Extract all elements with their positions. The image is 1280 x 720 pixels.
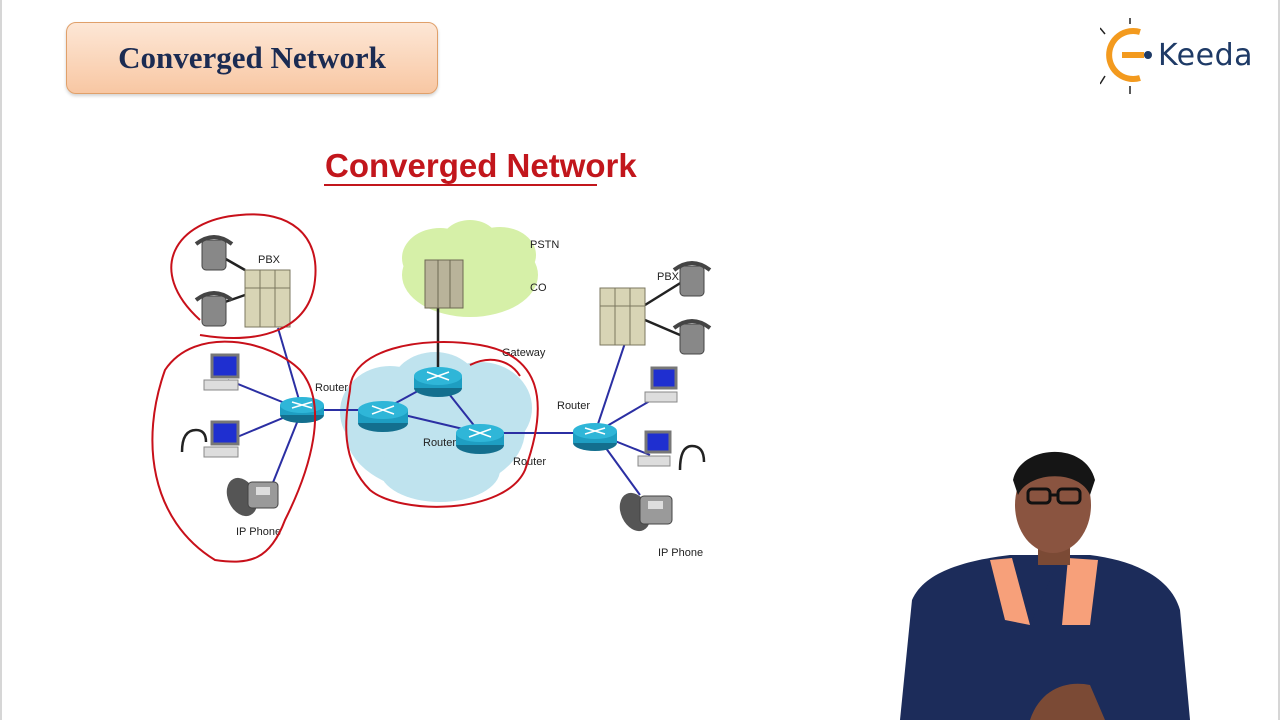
desk-phone-left-top — [196, 237, 232, 270]
co-label: CO — [530, 282, 547, 294]
slide-title-box: Converged Network — [66, 22, 438, 94]
router-left-icon — [280, 397, 324, 423]
diagram-heading: Converged Network — [325, 147, 637, 184]
router-cloud-left-icon — [358, 401, 408, 432]
desk-phone-left-bottom — [196, 293, 232, 326]
desk-phone-right-bottom — [674, 321, 710, 354]
ip-phone-right-label: IP Phone — [658, 547, 703, 559]
ip-phone-left-label: IP Phone — [236, 526, 281, 538]
computer-left-bottom — [204, 422, 238, 457]
router-right-label: Router — [557, 400, 590, 412]
slide-title: Converged Network — [118, 40, 386, 76]
router-gateway-icon — [414, 367, 462, 397]
router-right-icon — [573, 423, 617, 451]
presenter-figure — [890, 440, 1210, 720]
computer-right-bottom — [638, 432, 670, 466]
computer-left-top — [204, 355, 238, 390]
headset-left-icon — [182, 430, 206, 452]
pstn-label: PSTN — [530, 239, 559, 251]
router-cloud-right-icon — [456, 424, 504, 454]
pbx-left — [245, 270, 290, 327]
router-left-label: Router — [315, 382, 348, 394]
network-diagram: Converged Network PSTN CO — [140, 140, 740, 580]
ip-phone-left — [221, 473, 278, 521]
ip-phone-right — [614, 488, 672, 536]
pstn-cloud — [402, 220, 538, 317]
annotation-circle-pbx — [171, 214, 315, 338]
desk-phone-right-top — [674, 263, 710, 296]
logo-text: Keeda — [1158, 38, 1253, 73]
pbx-left-label: PBX — [258, 254, 281, 266]
headset-right-icon — [680, 446, 704, 470]
computer-right-top — [645, 368, 677, 402]
gateway-label: Gateway — [502, 347, 546, 359]
router-cloud-label: Router — [423, 437, 456, 449]
pbx-right — [600, 288, 645, 345]
pbx-right-label: PBX — [657, 271, 680, 283]
co-switch — [425, 260, 463, 308]
